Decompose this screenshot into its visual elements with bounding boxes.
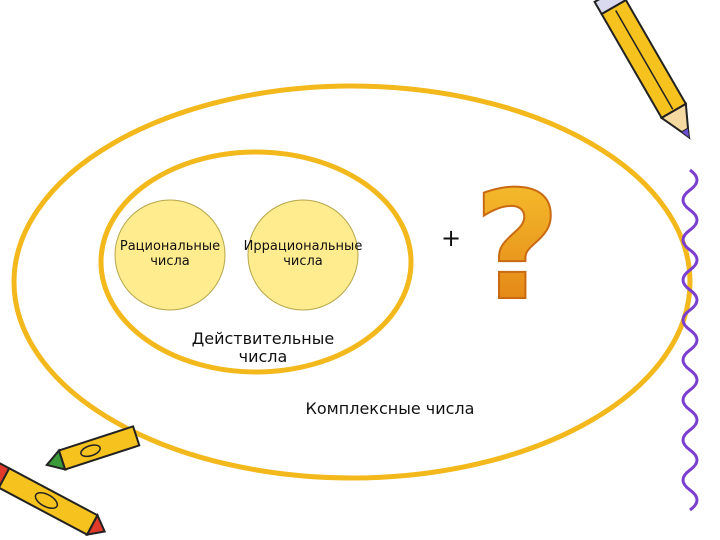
rational-label-line1: Рациональные [119,239,221,254]
plus-sign: + [440,224,462,252]
question-mark: ? [473,160,560,334]
real-numbers-ellipse [98,149,414,375]
rational-label: Рациональные числа [105,239,235,270]
complex-numbers-ellipse [11,83,693,481]
real-label-line2: числа [238,347,288,367]
real-label-line1: Действительные [191,329,335,348]
real-label: Действительные числа [168,329,358,367]
squiggle-line [681,168,699,512]
complex-label: Комплексные числа [305,399,475,418]
pencil-icon [593,0,691,140]
irrational-label-line1: Иррациональные [243,239,363,254]
irrational-numbers-circle [247,199,359,311]
irrational-label-line2: числа [283,253,323,269]
rational-label-line2: числа [150,253,190,269]
crayons-icon [0,425,141,537]
irrational-label: Иррациональные числа [238,239,368,270]
rational-numbers-circle [114,199,226,311]
